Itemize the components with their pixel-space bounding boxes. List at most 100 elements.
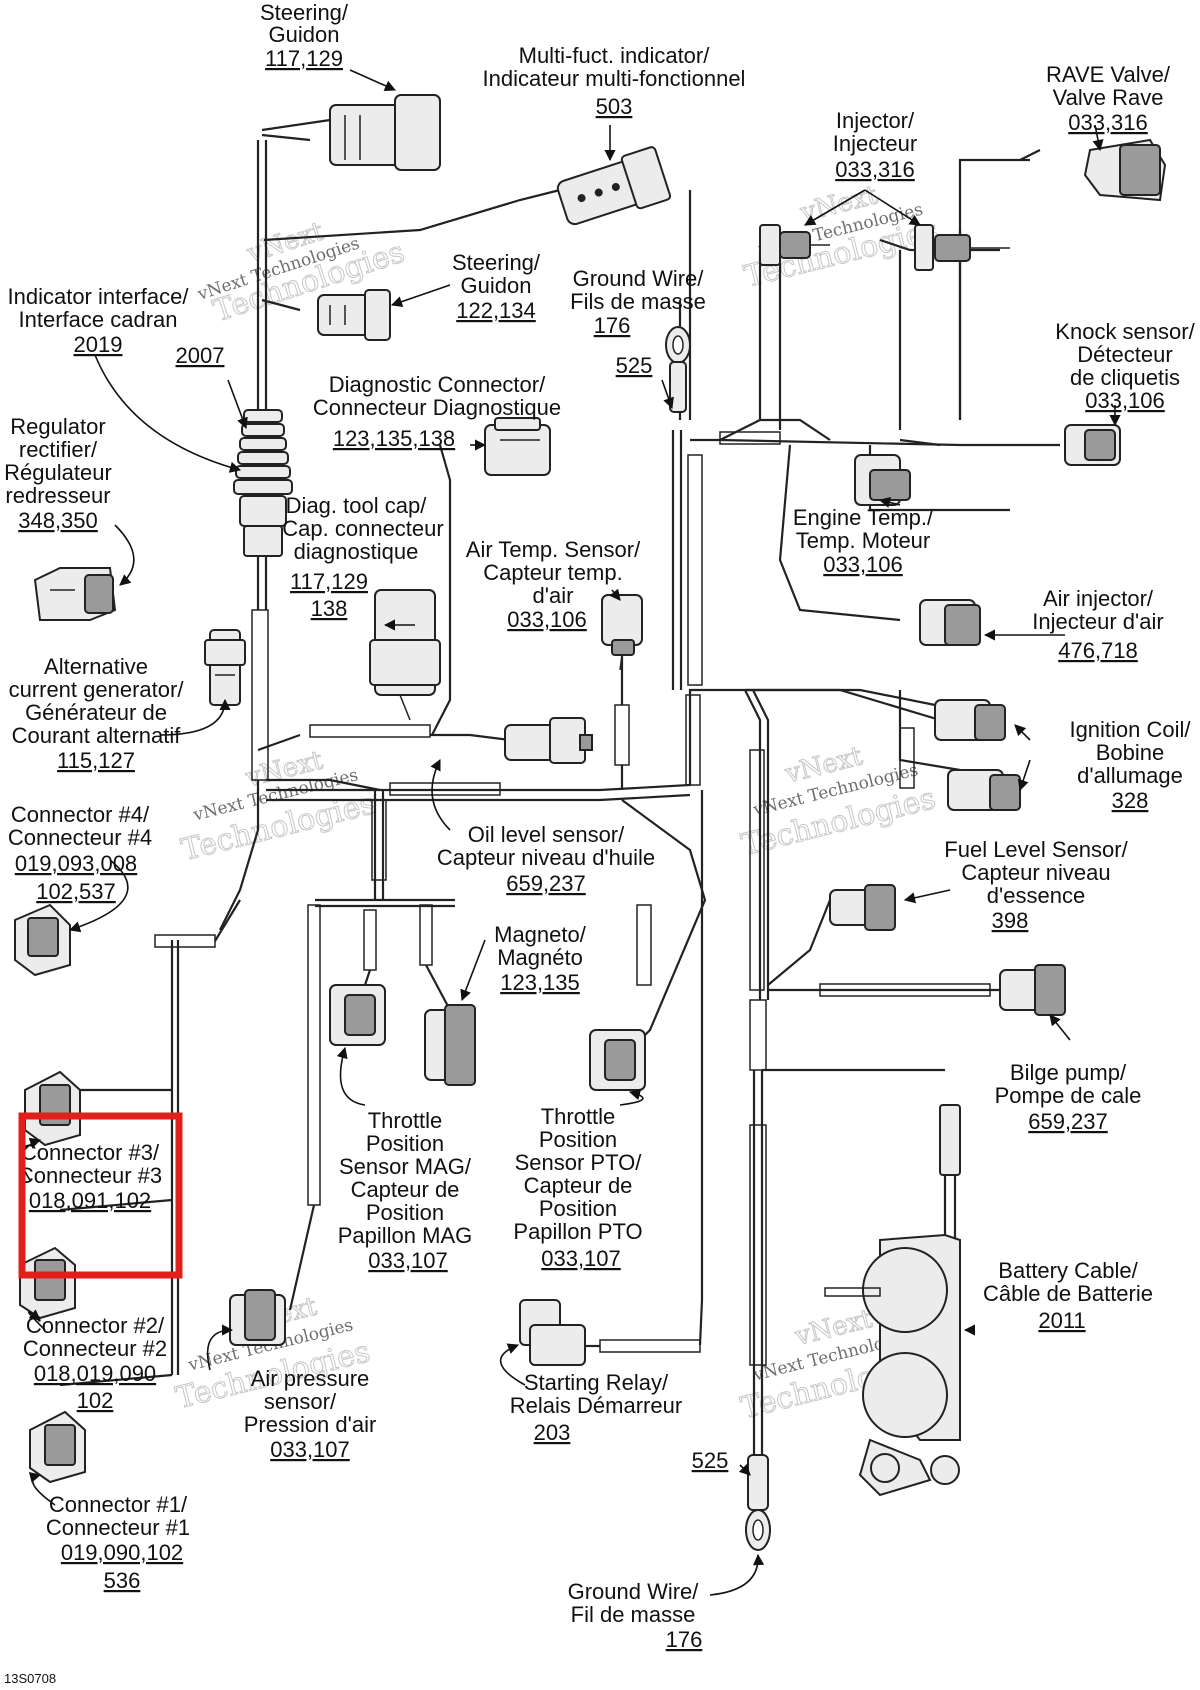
svg-text:Connecteur Diagnostique: Connecteur Diagnostique xyxy=(313,395,561,420)
svg-text:Générateur de: Générateur de xyxy=(25,700,167,725)
steering-mid-connector xyxy=(317,289,391,341)
svg-text:Capteur niveau d'huile: Capteur niveau d'huile xyxy=(437,845,655,870)
label-connector-4: Connector #4/ Connecteur #4 019,093,008 … xyxy=(8,802,152,904)
svg-text:Relais Démarreur: Relais Démarreur xyxy=(510,1393,682,1418)
svg-text:diagnostique: diagnostique xyxy=(294,539,419,564)
svg-text:Knock sensor/: Knock sensor/ xyxy=(1055,319,1195,344)
svg-text:Capteur temp.: Capteur temp. xyxy=(483,560,622,585)
components xyxy=(14,94,1167,1551)
svg-text:Connector #1/: Connector #1/ xyxy=(49,1492,188,1517)
label-connector-2: Connector #2/ Connecteur #2 018,019,090 … xyxy=(23,1313,167,1413)
svg-text:033,106: 033,106 xyxy=(823,552,903,577)
svg-text:018,091,102: 018,091,102 xyxy=(29,1188,151,1213)
svg-text:176: 176 xyxy=(666,1627,703,1652)
svg-text:115,127: 115,127 xyxy=(57,748,135,773)
svg-text:123,135: 123,135 xyxy=(500,970,580,995)
svg-text:Câble de Batterie: Câble de Batterie xyxy=(983,1281,1153,1306)
watermark-mid-left: vNext Technologies vNext Technologies xyxy=(177,745,379,869)
diagnostic-connector xyxy=(484,417,551,476)
svg-text:Connector #3/: Connector #3/ xyxy=(21,1140,160,1165)
svg-text:d'air: d'air xyxy=(533,583,574,608)
svg-text:Interface cadran: Interface cadran xyxy=(19,307,178,332)
alternator-connector xyxy=(204,629,246,706)
svg-text:Capteur niveau: Capteur niveau xyxy=(961,860,1110,885)
label-injector: Injector/ Injecteur 033,316 xyxy=(833,108,917,182)
svg-text:Injecteur: Injecteur xyxy=(833,131,917,156)
svg-text:Air pressure: Air pressure xyxy=(251,1366,370,1391)
svg-text:Guidon: Guidon xyxy=(269,22,340,47)
svg-text:Connector #2/: Connector #2/ xyxy=(26,1313,165,1338)
svg-text:Cap. connecteur: Cap. connecteur xyxy=(282,516,443,541)
svg-text:Regulator: Regulator xyxy=(10,414,105,439)
label-alternator: Alternative current generator/ Générateu… xyxy=(9,654,185,773)
label-ignition-coil: Ignition Coil/ Bobine d'allumage 328 xyxy=(1069,717,1191,813)
label-indicator-interface: Indicator interface/ Interface cadran 20… xyxy=(8,284,190,357)
labels: Steering/ Guidon 117,129 Multi-fuct. ind… xyxy=(4,0,1196,1686)
svg-text:sensor/: sensor/ xyxy=(264,1389,337,1414)
svg-text:398: 398 xyxy=(992,908,1029,933)
svg-text:Fuel Level Sensor/: Fuel Level Sensor/ xyxy=(944,837,1128,862)
svg-text:Régulateur: Régulateur xyxy=(4,460,112,485)
ignition-coil-connector-a xyxy=(934,699,1006,741)
svg-text:Connecteur #1: Connecteur #1 xyxy=(46,1515,190,1540)
label-rave-valve: RAVE Valve/ Valve Rave 033,316 xyxy=(1046,62,1171,135)
svg-text:Throttle: Throttle xyxy=(368,1108,443,1133)
label-diagnostic-connector: Diagnostic Connector/ Connecteur Diagnos… xyxy=(313,372,561,451)
svg-text:Injecteur d'air: Injecteur d'air xyxy=(1032,609,1163,634)
svg-text:Ignition Coil/: Ignition Coil/ xyxy=(1069,717,1191,742)
connector-1 xyxy=(29,1410,86,1484)
label-diag-tool-cap: Diag. tool cap/ Cap. connecteur diagnost… xyxy=(282,493,443,621)
svg-text:033,316: 033,316 xyxy=(835,157,915,182)
svg-text:Sensor MAG/: Sensor MAG/ xyxy=(339,1154,472,1179)
connector-3 xyxy=(24,1070,81,1147)
injector-right xyxy=(914,224,1010,271)
svg-text:Capteur de: Capteur de xyxy=(351,1177,460,1202)
label-regulator: Regulator rectifier/ Régulateur redresse… xyxy=(4,414,112,533)
regulator-connector xyxy=(33,567,117,621)
svg-text:033,107: 033,107 xyxy=(368,1248,448,1273)
svg-text:RAVE Valve/: RAVE Valve/ xyxy=(1046,62,1171,87)
svg-text:Alternative: Alternative xyxy=(44,654,148,679)
svg-text:033,106: 033,106 xyxy=(507,607,587,632)
svg-text:Starting Relay/: Starting Relay/ xyxy=(524,1370,669,1395)
diag-tool-cap xyxy=(369,589,441,721)
svg-text:Papillon PTO: Papillon PTO xyxy=(513,1219,642,1244)
svg-text:Diagnostic Connector/: Diagnostic Connector/ xyxy=(329,372,546,397)
rave-valve-connector xyxy=(1083,138,1167,202)
svg-text:rectifier/: rectifier/ xyxy=(19,437,98,462)
steering-top-connector xyxy=(329,94,441,171)
label-fuel-level: Fuel Level Sensor/ Capteur niveau d'esse… xyxy=(944,837,1128,933)
svg-text:Steering/: Steering/ xyxy=(260,0,349,25)
indicator-interface-grommet xyxy=(233,409,293,557)
label-engine-temp: Engine Temp./ Temp. Moteur 033,106 xyxy=(793,505,934,577)
label-ground-wire-bottom: Ground Wire/ Fil de masse 176 xyxy=(568,1579,703,1652)
magneto-connector xyxy=(424,1004,476,1086)
fuel-level-sensor-connector xyxy=(829,884,896,931)
svg-text:Magnéto: Magnéto xyxy=(497,945,583,970)
svg-text:Indicateur multi-fonctionnel: Indicateur multi-fonctionnel xyxy=(483,66,746,91)
svg-text:117,129: 117,129 xyxy=(265,46,343,71)
svg-text:033,106: 033,106 xyxy=(1085,388,1165,413)
svg-text:117,129: 117,129 xyxy=(290,569,368,594)
svg-text:Papillon MAG: Papillon MAG xyxy=(338,1223,473,1248)
air-pressure-sensor-connector xyxy=(229,1289,286,1346)
connector-3-highlight-box xyxy=(18,1112,183,1279)
svg-text:Indicator interface/: Indicator interface/ xyxy=(8,284,190,309)
label-steering-top: Steering/ Guidon 117,129 xyxy=(260,0,349,71)
ground-wire-bottom-terminal xyxy=(745,1454,771,1551)
svg-text:2019: 2019 xyxy=(74,332,123,357)
svg-text:Connecteur #4: Connecteur #4 xyxy=(8,825,152,850)
svg-text:Oil level sensor/: Oil level sensor/ xyxy=(468,822,625,847)
svg-text:Position: Position xyxy=(539,1127,617,1152)
svg-text:Fil de masse: Fil de masse xyxy=(571,1602,696,1627)
tps-mag-connector xyxy=(329,984,386,1046)
svg-text:2011: 2011 xyxy=(1038,1308,1085,1333)
engine-temp-connector xyxy=(854,454,911,506)
svg-text:Fils de masse: Fils de masse xyxy=(570,289,706,314)
oil-level-sensor-connector xyxy=(504,717,593,764)
injector-left xyxy=(759,224,830,266)
svg-text:d'allumage: d'allumage xyxy=(1077,763,1183,788)
label-525-bottom: 525 xyxy=(692,1448,729,1473)
svg-text:Diag. tool cap/: Diag. tool cap/ xyxy=(286,493,428,518)
